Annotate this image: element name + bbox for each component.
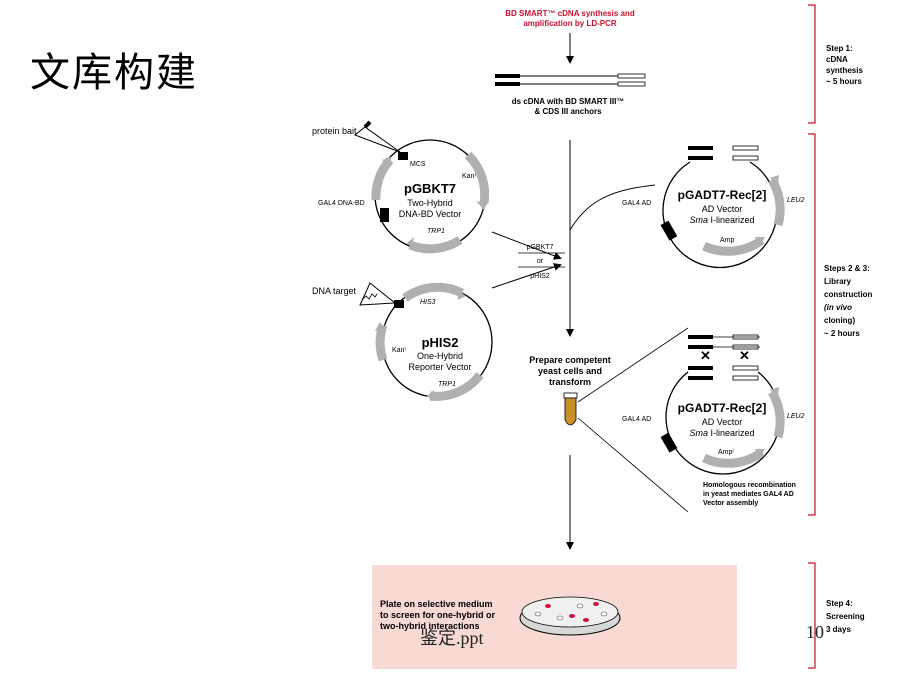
pgadt7-bottom-gal4: GAL4 AD	[622, 416, 651, 423]
step23-bracket	[808, 133, 816, 516]
pgadt7-bottom-line1: AD Vector	[702, 417, 743, 427]
phis2-target: DNA target	[312, 286, 357, 296]
step4-l1: Step 4:	[826, 599, 853, 608]
smart-line2: amplification by LD-PCR	[523, 19, 617, 28]
pgbkt7-gal4: GAL4 DNA-BD	[318, 200, 365, 207]
yeast-tube	[563, 392, 578, 426]
pgadt7-bottom-leu2: LEU2	[787, 413, 805, 420]
pgadt7-top-gal4: GAL4 AD	[622, 200, 651, 207]
mid-pgbkt7: pGBKT7	[527, 244, 554, 251]
step23-l5: cloning)	[824, 316, 855, 325]
arrow-from-pgbkt7	[491, 231, 562, 260]
mid-phis2: pHIS2	[530, 273, 550, 280]
slide-title: 文库构建	[30, 50, 198, 96]
zoom-line-top	[577, 327, 689, 403]
transform-line2: yeast cells and	[538, 366, 602, 376]
pgbkt7-mcs: MCS	[410, 161, 426, 168]
pgbkt7-plasmid	[354, 120, 490, 254]
step23-l1: Steps 2 & 3:	[824, 264, 870, 273]
pgadt7-top-name: pGADT7-Rec[2]	[678, 188, 767, 202]
pgadt7-bottom-amp: Ampʳ	[718, 449, 734, 456]
step4-l2: Screening	[826, 612, 865, 621]
phis2-line1: One-Hybrid	[417, 351, 463, 361]
step1-l1: Step 1:	[826, 44, 853, 53]
zoom-line-bottom	[577, 417, 689, 513]
phis2-plasmid	[359, 282, 493, 401]
page-number: 10	[806, 622, 824, 642]
pgbkt7-trp1: TRP1	[427, 228, 445, 235]
pgadt7-top-plasmid	[660, 145, 785, 269]
pgadt7-bottom-line2: Sma I-linearized	[689, 428, 754, 438]
step1-l2: cDNA	[826, 55, 848, 64]
plate-line3: two-hybrid interactions	[380, 621, 480, 631]
phis2-line2: Reporter Vector	[408, 362, 471, 372]
pgadt7-bottom-name: pGADT7-Rec[2]	[678, 401, 767, 415]
x-mark-right: ✕	[739, 348, 750, 363]
phis2-kan: Kanʳ	[392, 347, 406, 354]
homologous-line2: in yeast mediates GAL4 AD	[703, 491, 794, 498]
homologous-line1: Homologous recombination	[703, 482, 796, 489]
step23-l6: ~ 2 hours	[824, 329, 860, 338]
x-mark-left: ✕	[700, 348, 711, 363]
pgadt7-bottom-plasmid: ✕ ✕	[660, 334, 785, 475]
curve-to-adv	[569, 184, 656, 231]
pgbkt7-bait: protein bait	[312, 126, 357, 136]
step23-l4: (in vivo	[824, 303, 852, 312]
arrow-from-phis2	[491, 263, 562, 289]
pgbkt7-name: pGBKT7	[404, 181, 456, 196]
phis2-his3: HIS3	[420, 299, 436, 306]
petri-dish	[519, 596, 621, 636]
pgadt7-top-amp: Amp	[720, 237, 735, 244]
step1-l3: synthesis	[826, 66, 863, 75]
smart-line1: BD SMART™ cDNA synthesis and	[505, 9, 635, 18]
step23-l3: construction	[824, 290, 873, 299]
step4-l3: 3 days	[826, 625, 851, 634]
step23-l2: Library	[824, 277, 852, 286]
pgbkt7-kan: Kanʳ	[462, 173, 476, 180]
pgbkt7-line2: DNA-BD Vector	[399, 209, 462, 219]
slide-footer: 鉴定.ppt	[420, 628, 484, 648]
plate-line1: Plate on selective medium	[380, 599, 493, 609]
ds-line2: & CDS III anchors	[534, 107, 602, 116]
pgadt7-top-line2: Sma I-linearized	[689, 215, 754, 225]
homologous-line3: Vector assembly	[703, 500, 758, 507]
ds-cdna-figure	[495, 73, 646, 87]
phis2-name: pHIS2	[422, 335, 459, 350]
step4-bracket	[808, 562, 816, 669]
transform-line3: transform	[549, 377, 591, 387]
step1-l4: ~ 5 hours	[826, 77, 862, 86]
transform-line1: Prepare competent	[529, 355, 611, 365]
step1-bracket	[808, 4, 816, 124]
phis2-trp1: TRP1	[438, 381, 456, 388]
plate-line2: to screen for one-hybrid or	[380, 610, 496, 620]
ds-line1: ds cDNA with BD SMART III™	[512, 97, 625, 106]
pgbkt7-line1: Two-Hybrid	[407, 198, 453, 208]
pgadt7-top-line1: AD Vector	[702, 204, 743, 214]
mid-or: or	[537, 258, 544, 265]
pgadt7-top-leu2: LEU2	[787, 197, 805, 204]
